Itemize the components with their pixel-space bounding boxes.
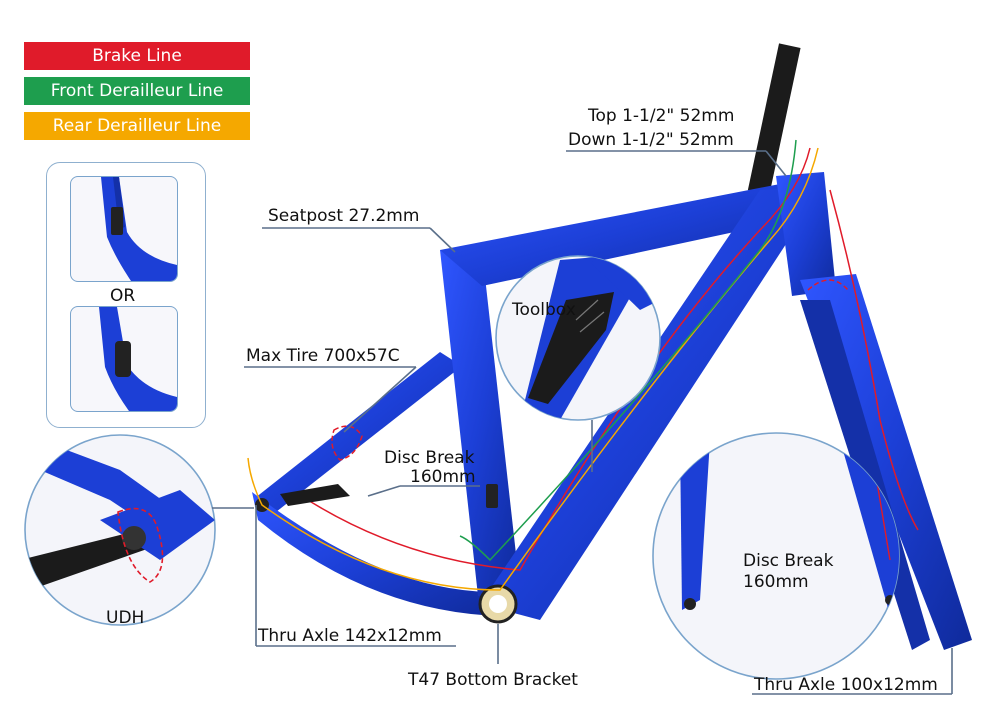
headset-down-label: Down 1-1/2" 52mm	[568, 130, 734, 150]
front-derailleur-route	[459, 139, 797, 562]
legend-front-derailleur-line: Front Derailleur Line	[24, 77, 250, 105]
fork-dropout-inset	[652, 432, 900, 680]
toolbox-label: Toolbox	[512, 300, 576, 320]
down-tube	[480, 186, 824, 620]
brake-line-route	[299, 147, 811, 571]
rear-derailleur-route	[247, 147, 819, 591]
front-disc-brake-label: Disc Break	[743, 551, 834, 571]
chain-stay	[252, 492, 500, 616]
front-thru-axle-label: Thru Axle 100x12mm	[754, 675, 938, 695]
head-tube	[776, 172, 836, 296]
dropout-option-1-drawing	[101, 177, 177, 281]
or-label: OR	[110, 286, 136, 306]
rear-disc-brake-label: Disc Break	[384, 448, 475, 468]
rear-disc-size-label: 160mm	[410, 467, 476, 487]
toolbox-inset	[495, 255, 661, 421]
max-tire-label: Max Tire 700x57C	[246, 346, 400, 366]
headset-top-label: Top 1-1/2" 52mm	[588, 106, 735, 126]
front-disc-size-label: 160mm	[743, 572, 809, 592]
bottom-bracket-label: T47 Bottom Bracket	[408, 670, 578, 690]
dropout-option-2-image	[70, 306, 178, 412]
dropout-option-1-image	[70, 176, 178, 282]
rear-thru-axle-label: Thru Axle 142x12mm	[258, 626, 442, 646]
steerer-tube	[747, 43, 801, 195]
seat-tube	[440, 250, 520, 596]
seatpost-label: Seatpost 27.2mm	[268, 206, 420, 226]
legend-rear-derailleur-line: Rear Derailleur Line	[24, 112, 250, 140]
fork-brake-route	[829, 189, 919, 531]
top-tube	[440, 184, 800, 286]
legend-brake-line: Brake Line	[24, 42, 250, 70]
udh-label: UDH	[106, 608, 145, 628]
dropout-option-2-drawing	[99, 307, 177, 411]
udh-inset	[24, 434, 254, 626]
